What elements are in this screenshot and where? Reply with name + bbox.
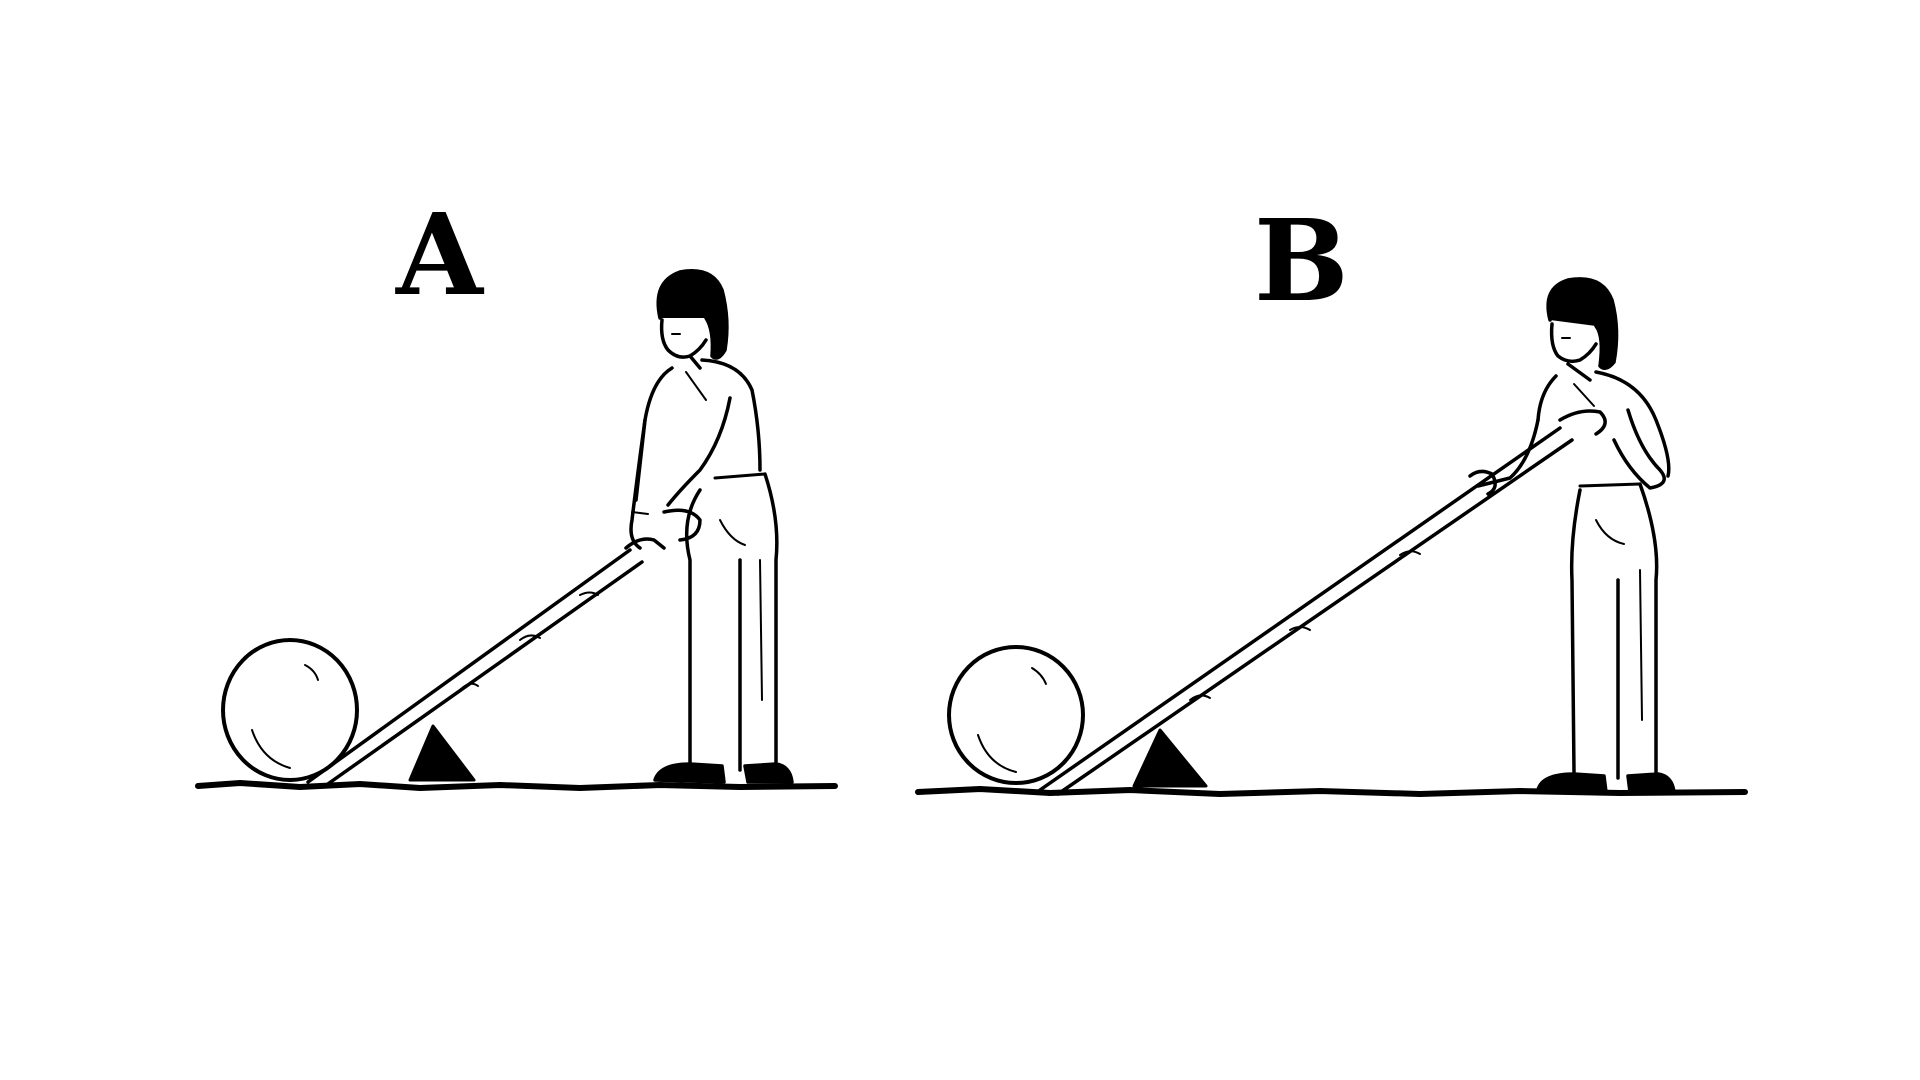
panel-a: [195, 269, 838, 791]
panel-a-ground: [195, 780, 838, 791]
panel-b: [915, 277, 1748, 797]
panel-a-lever: [306, 548, 644, 788]
panel-b-lever: [1038, 426, 1574, 796]
panel-a-fulcrum: [408, 724, 476, 782]
panel-b-label: B: [1254, 196, 1349, 327]
panel-b-person: [1468, 277, 1676, 794]
panel-b-ball: [947, 645, 1085, 785]
panel-a-label: A: [396, 190, 483, 321]
panel-b-fulcrum: [1132, 728, 1208, 788]
panel-a-ball: [221, 638, 359, 782]
panel-a-person: [624, 269, 794, 784]
